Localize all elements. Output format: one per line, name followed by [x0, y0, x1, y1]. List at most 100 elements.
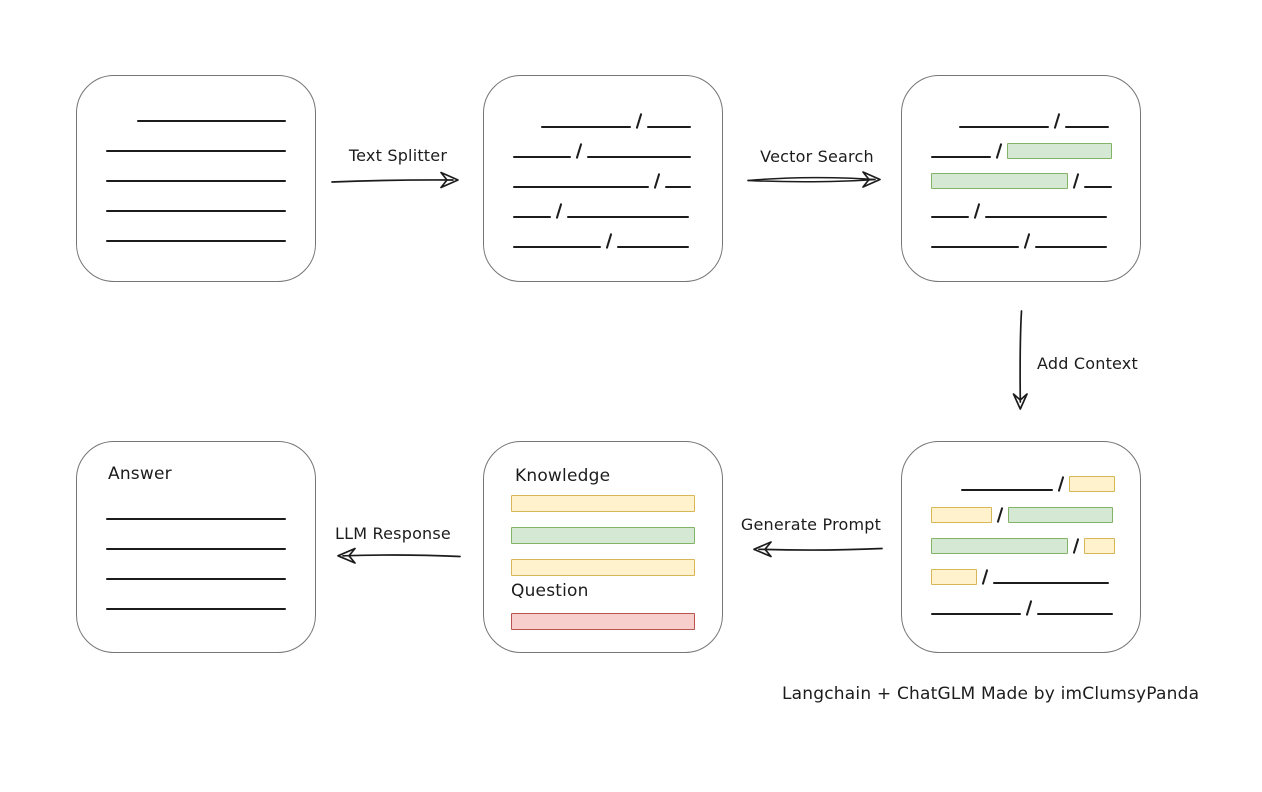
indent-spacer [513, 128, 541, 129]
text-line [541, 126, 631, 128]
text-line [587, 156, 691, 158]
slash-separator [1057, 476, 1065, 492]
green-highlight-chip [931, 173, 1068, 189]
chunk-row [931, 537, 1120, 554]
yellow-highlight-chip [1069, 476, 1115, 492]
add-context-arrow-label: Add Context [1037, 354, 1138, 373]
yellow-highlight-chip [931, 507, 992, 523]
document-lines [106, 120, 290, 270]
generate-prompt-arrow-label: Generate Prompt [740, 515, 882, 534]
red-bar [511, 613, 695, 630]
vector-search-arrow [747, 171, 881, 188]
text-line [931, 613, 1021, 615]
text-line [106, 548, 286, 550]
text-line [106, 150, 286, 152]
question-bars [511, 613, 695, 630]
chunk-row [931, 475, 1120, 492]
text-line [647, 126, 691, 128]
chunk-row [931, 568, 1120, 585]
text-line [993, 582, 1109, 584]
question-label: Question [511, 581, 589, 601]
context-rows [931, 475, 1120, 616]
chunk-row [513, 232, 702, 249]
text-line [513, 216, 551, 218]
indent-spacer [931, 491, 961, 492]
text-line [931, 246, 1019, 248]
prompt-node: Knowledge Question [483, 441, 723, 653]
chunk-row [513, 142, 702, 159]
text-line [513, 186, 649, 188]
slash-separator [575, 143, 583, 159]
yellow-bar [511, 559, 695, 576]
text-line [106, 180, 286, 182]
split-text-node [483, 75, 723, 282]
text-line [106, 210, 286, 212]
diagram-caption: Langchain + ChatGLM Made by imClumsyPand… [782, 684, 1200, 704]
chunk-row [931, 112, 1120, 129]
chunk-row [931, 232, 1120, 249]
split-text-rows [513, 112, 702, 249]
slash-separator [973, 203, 981, 219]
slash-separator [555, 203, 563, 219]
answer-node: Answer [76, 441, 316, 653]
text-line [137, 120, 286, 122]
text-line [617, 246, 689, 248]
text-line [513, 246, 601, 248]
document-node [76, 75, 316, 282]
slash-separator [981, 569, 989, 585]
chunk-row [931, 599, 1120, 616]
green-highlight-chip [1007, 143, 1112, 159]
text-line [106, 608, 286, 610]
chunk-row [513, 172, 702, 189]
slash-separator [995, 143, 1003, 159]
text-line [106, 518, 286, 520]
text-line [1084, 186, 1112, 188]
text-line [106, 240, 286, 242]
slash-separator [996, 507, 1004, 523]
slash-separator [1053, 113, 1061, 129]
text-line [567, 216, 689, 218]
green-highlight-chip [931, 538, 1068, 554]
slash-separator [653, 173, 661, 189]
chunk-row [931, 172, 1120, 189]
slash-separator [1072, 538, 1080, 554]
green-bar [511, 527, 695, 544]
search-result-rows [931, 112, 1120, 249]
slash-separator [605, 233, 613, 249]
answer-lines [106, 518, 290, 638]
text-line [931, 156, 991, 158]
text-splitter-arrow-label: Text Splitter [348, 146, 448, 165]
text-line [513, 156, 571, 158]
yellow-highlight-chip [1084, 538, 1115, 554]
slash-separator [1025, 600, 1033, 616]
search-result-node [901, 75, 1141, 282]
chunk-row [931, 506, 1120, 523]
answer-label: Answer [108, 464, 172, 484]
text-line [985, 216, 1107, 218]
slash-separator [1072, 173, 1080, 189]
text-splitter-arrow [331, 171, 459, 189]
llm-response-arrow [337, 547, 461, 564]
context-node [901, 441, 1141, 653]
indent-spacer [931, 128, 959, 129]
slash-separator [1023, 233, 1031, 249]
add-context-arrow [1012, 310, 1028, 410]
text-line [931, 216, 969, 218]
vector-search-arrow-label: Vector Search [760, 147, 874, 166]
text-line [106, 578, 286, 580]
knowledge-bars [511, 495, 695, 576]
chunk-row [931, 142, 1120, 159]
llm-response-arrow-label: LLM Response [335, 524, 451, 543]
generate-prompt-arrow [753, 541, 883, 558]
text-line [961, 489, 1053, 491]
yellow-highlight-chip [931, 569, 977, 585]
chunk-row [931, 202, 1120, 219]
text-line [1065, 126, 1109, 128]
text-line [665, 186, 691, 188]
text-line [959, 126, 1049, 128]
knowledge-label: Knowledge [515, 466, 611, 486]
chunk-row [513, 112, 702, 129]
yellow-bar [511, 495, 695, 512]
green-highlight-chip [1008, 507, 1113, 523]
